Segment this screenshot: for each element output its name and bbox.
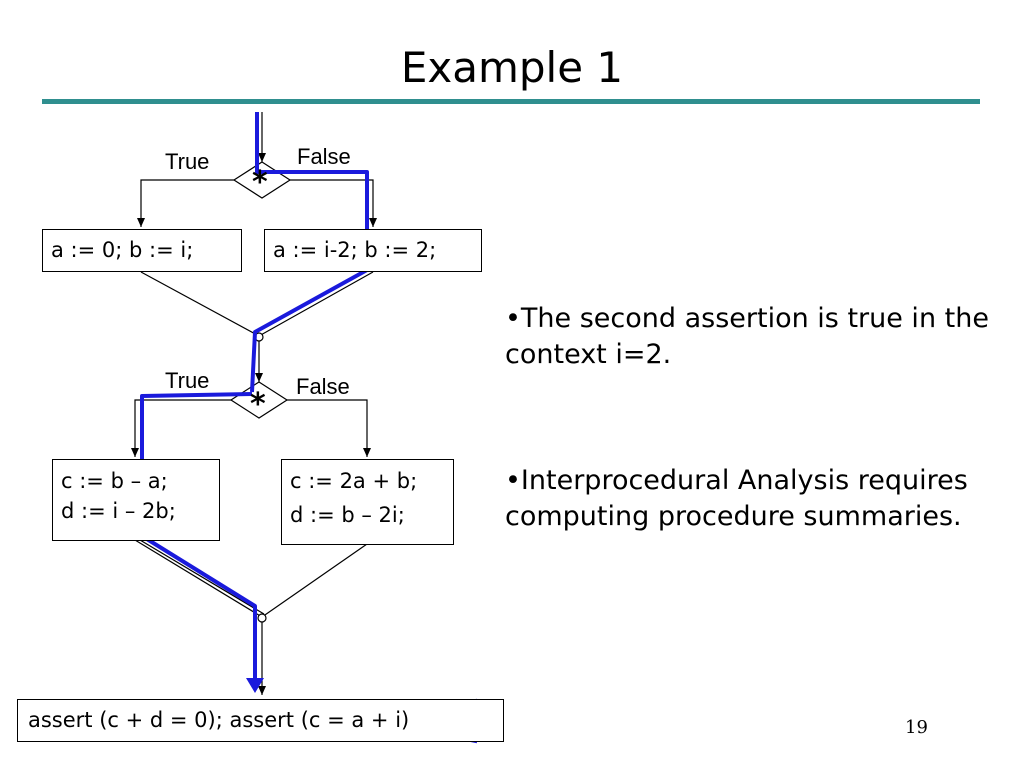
merge2-left-edge bbox=[134, 539, 263, 618]
branch1-true-edge bbox=[137, 179, 234, 227]
branch2-false-label: False bbox=[296, 374, 350, 399]
slide-title: Example 1 bbox=[400, 43, 624, 92]
highlighted-path-top bbox=[250, 112, 369, 393]
merge2-right-edge bbox=[261, 543, 368, 618]
bullet-second-assertion: •The second assertion is true in the con… bbox=[505, 303, 989, 370]
assert-box-text: assert (c + d = 0); assert (c = a + i) bbox=[28, 708, 410, 732]
branch1-condition: * bbox=[252, 165, 268, 200]
merge2-left-edge-double bbox=[139, 539, 265, 615]
branch2-left-box: c := b – a; d := i – 2b; bbox=[52, 459, 220, 541]
branch1-false-edge bbox=[290, 179, 377, 227]
branch1-left-box: a := 0; b := i; bbox=[42, 229, 242, 272]
bullet-interprocedural-analysis: •Interprocedural Analysis requires compu… bbox=[505, 465, 968, 532]
merge1-right-edge bbox=[258, 271, 374, 337]
assert-box: assert (c + d = 0); assert (c = a + i) bbox=[17, 699, 504, 742]
branch2-right-box-line1: c := 2a + b; bbox=[290, 469, 418, 493]
page-number: 19 bbox=[905, 717, 928, 738]
branch2-right-box: c := 2a + b; d := b – 2i; bbox=[281, 459, 454, 545]
branch2-left-box-line2: d := i – 2b; bbox=[61, 499, 176, 523]
branch1-right-box: a := i-2; b := 2; bbox=[264, 229, 482, 272]
branch2-left-box-line1: c := b – a; bbox=[61, 469, 168, 493]
branch1-right-box-text: a := i-2; b := 2; bbox=[273, 238, 437, 262]
branch2-right-box-line2: d := b – 2i; bbox=[290, 503, 405, 527]
branch1-false-label: False bbox=[297, 144, 351, 169]
branch1-true-label: True bbox=[165, 149, 210, 174]
branch2-false-edge bbox=[287, 399, 371, 457]
branch2-condition: * bbox=[250, 387, 266, 422]
branch2-true-edge bbox=[131, 399, 231, 457]
branch2-true-label: True bbox=[165, 368, 210, 393]
highlighted-path-arrowhead bbox=[246, 678, 264, 693]
branch1-left-box-text: a := 0; b := i; bbox=[51, 238, 194, 262]
title-underline bbox=[42, 99, 980, 104]
merge1-left-edge bbox=[140, 271, 260, 337]
merge-node-2 bbox=[257, 613, 267, 623]
